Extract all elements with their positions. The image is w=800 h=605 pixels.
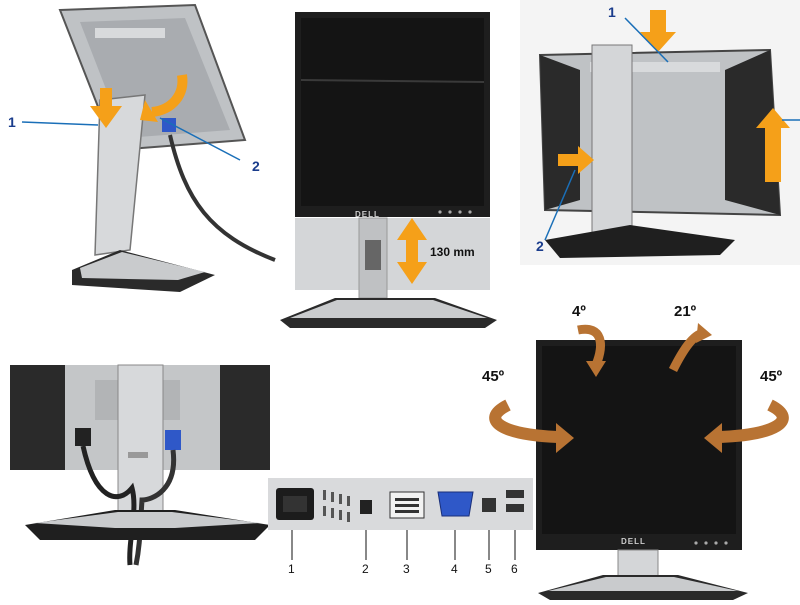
usb-downstream-icon-2	[506, 504, 524, 512]
side-vent-right	[220, 365, 270, 470]
port-number-4: 4	[451, 562, 458, 576]
callout-1: 1	[608, 4, 616, 20]
power-plug	[75, 428, 91, 446]
brand-logo: DELL	[355, 210, 380, 219]
panel-height-front: DELL 130 mm	[275, 0, 500, 335]
port-number-2: 2	[362, 562, 369, 576]
callout-line-1	[624, 17, 669, 63]
vga-plug	[165, 430, 181, 450]
angle-swivel-right: 45º	[760, 368, 783, 385]
port-number-3: 3	[403, 562, 410, 576]
height-arrow	[397, 218, 427, 284]
angle-tilt-back: 21º	[674, 303, 697, 320]
side-vent-left	[10, 365, 65, 470]
callout-line-1	[21, 121, 99, 126]
stand-neck-background	[295, 218, 490, 290]
height-front-illustration	[280, 12, 497, 328]
tilt-release-illustration	[21, 3, 276, 292]
panel-connectors: 1 2 3 4 5 6	[268, 478, 533, 578]
vent-slots	[323, 490, 350, 522]
usb-upstream-icon	[482, 498, 496, 512]
port-number-1: 1	[288, 562, 295, 576]
port-number-5: 5	[485, 562, 492, 576]
cable-routing-illustration	[10, 364, 270, 566]
brand-logo: DELL	[621, 537, 646, 546]
callout-line-2	[544, 169, 576, 241]
monitor-screen	[542, 346, 736, 534]
angle-tilt-forward: 4º	[572, 303, 586, 320]
stand-base-top	[35, 512, 260, 528]
cable	[168, 134, 276, 262]
curved-arrow	[151, 74, 188, 117]
callout-1: 1	[8, 114, 16, 130]
stand-base-top	[548, 577, 738, 591]
port-number-6: 6	[511, 562, 518, 576]
cable-2	[133, 449, 177, 566]
screen-reflection	[300, 79, 485, 83]
stand-arm	[94, 94, 146, 256]
swivel-right-arrow	[719, 399, 789, 443]
height-label: 130 mm	[430, 245, 475, 259]
cable-clip	[128, 452, 148, 458]
right-arrow	[558, 146, 594, 174]
swivel-tilt-illustration	[489, 323, 789, 600]
stand-base-top	[290, 300, 487, 318]
connector-panel-illustration	[268, 478, 533, 560]
stand-arm	[591, 44, 633, 236]
panel-height-back: 1 2	[520, 0, 800, 270]
vent-grill	[590, 62, 720, 72]
panel-tilt-release: 1 2	[0, 0, 280, 300]
height-back-illustration	[520, 0, 800, 265]
callout-2: 2	[252, 158, 260, 174]
up-arrow	[756, 108, 790, 182]
panel-swivel-tilt: DELL 4º 21º 45º 45º	[478, 295, 800, 600]
monitor-screen	[301, 18, 484, 206]
callout-line-2	[159, 117, 241, 161]
down-arrow	[90, 88, 122, 128]
stand-base	[545, 225, 735, 258]
vga-connector-icon	[437, 491, 474, 517]
lock-slot-icon	[360, 500, 372, 514]
swivel-left-arrow	[489, 399, 559, 443]
panel-cable-routing	[0, 360, 275, 570]
curved-arrow-head	[140, 100, 158, 122]
callout-2: 2	[536, 238, 544, 254]
stand-base-top	[80, 252, 205, 280]
side-vent-left	[540, 55, 580, 210]
cable-hole	[365, 240, 381, 270]
vent-grill	[95, 28, 165, 38]
usb-downstream-icon-1	[506, 490, 524, 498]
angle-swivel-left: 45º	[482, 368, 505, 385]
tilt-forward-arrow	[577, 324, 605, 367]
